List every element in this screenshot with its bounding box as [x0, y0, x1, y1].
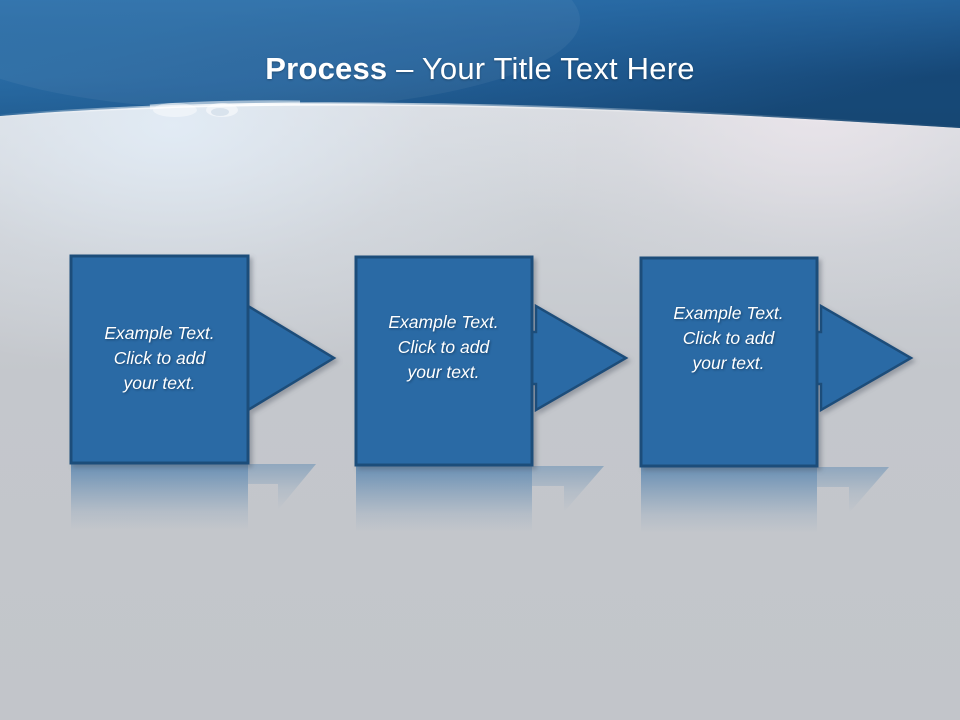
page-title-separator: – [387, 51, 422, 86]
slide-header: Process – Your Title Text Here [0, 0, 960, 160]
process-stage-1[interactable]: Example Text. Click to add your text. [67, 252, 342, 472]
page-title-rest: Your Title Text Here [421, 51, 695, 86]
stage-3-box-shape [639, 256, 819, 468]
header-wave-band [0, 0, 960, 128]
page-title: Process – Your Title Text Here [0, 50, 960, 88]
stage-1-box-shape [69, 254, 250, 465]
page-title-bold: Process [265, 51, 388, 86]
header-wave-highlight [0, 100, 960, 130]
process-stage-3[interactable]: Example Text. Click to add your text. [637, 254, 919, 474]
process-stage-2[interactable]: Example Text. Click to add your text. [352, 253, 634, 473]
stage-2-box-shape [354, 255, 534, 467]
